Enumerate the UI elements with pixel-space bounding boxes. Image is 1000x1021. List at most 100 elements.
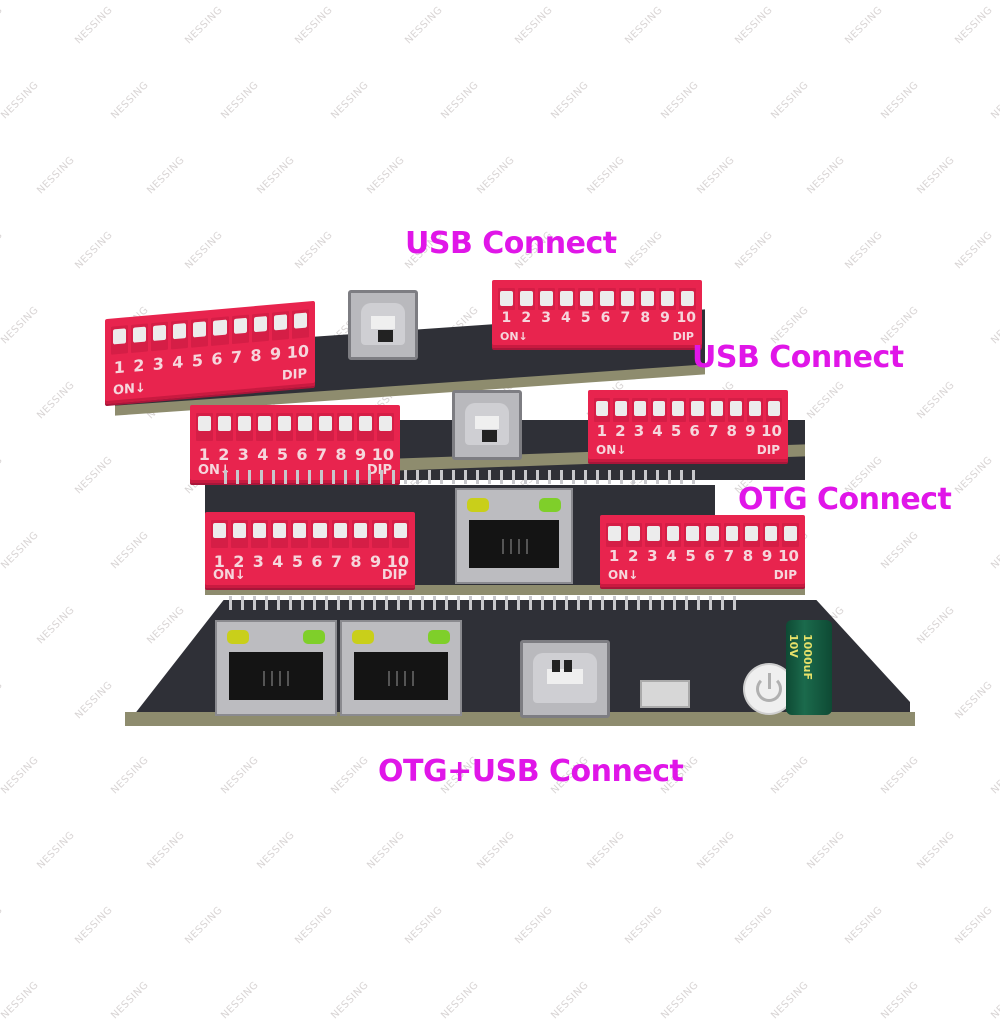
- watermark-text: NESSING: [915, 604, 958, 647]
- watermark-text: NESSING: [695, 829, 738, 872]
- led-green: [428, 630, 450, 644]
- watermark-text: NESSING: [293, 229, 336, 272]
- watermark-text: NESSING: [365, 154, 408, 197]
- watermark-text: NESSING: [35, 829, 78, 872]
- led-green: [303, 630, 325, 644]
- watermark-text: NESSING: [769, 979, 812, 1021]
- watermark-text: NESSING: [879, 529, 922, 572]
- power-icon[interactable]: [745, 665, 793, 713]
- watermark-text: NESSING: [365, 829, 408, 872]
- ethernet-port[interactable]: [340, 620, 462, 716]
- watermark-text: NESSING: [109, 529, 152, 572]
- watermark-text: NESSING: [989, 529, 1000, 572]
- watermark-text: NESSING: [953, 904, 996, 947]
- watermark-text: NESSING: [805, 154, 848, 197]
- watermark-text: NESSING: [329, 79, 372, 122]
- watermark-text: NESSING: [805, 829, 848, 872]
- watermark-text: NESSING: [623, 4, 666, 47]
- watermark-text: NESSING: [219, 979, 262, 1021]
- watermark-text: NESSING: [915, 154, 958, 197]
- capacitor: 1000uF 10V: [786, 620, 832, 715]
- ethernet-port[interactable]: [455, 488, 573, 584]
- watermark-text: NESSING: [879, 79, 922, 122]
- watermark-text: NESSING: [145, 829, 188, 872]
- watermark-text: NESSING: [733, 4, 776, 47]
- watermark-text: NESSING: [989, 304, 1000, 347]
- watermark-text: NESSING: [439, 79, 482, 122]
- watermark-text: NESSING: [35, 154, 78, 197]
- on-label: ON↓: [500, 330, 528, 343]
- watermark-text: NESSING: [109, 79, 152, 122]
- label-usb-connect-top: USB Connect: [405, 226, 617, 261]
- watermark-text: NESSING: [219, 754, 262, 797]
- watermark-text: NESSING: [585, 154, 628, 197]
- watermark-text: NESSING: [585, 829, 628, 872]
- watermark-text: NESSING: [109, 979, 152, 1021]
- watermark-text: NESSING: [549, 79, 592, 122]
- led-yellow: [467, 498, 489, 512]
- watermark-text: NESSING: [989, 754, 1000, 797]
- on-label: ON↓: [608, 568, 639, 582]
- watermark-text: NESSING: [0, 4, 6, 47]
- watermark-text: NESSING: [769, 79, 812, 122]
- header-pins: [220, 596, 740, 610]
- pcb-layer-3-edge: [205, 585, 805, 595]
- watermark-text: NESSING: [0, 979, 42, 1021]
- watermark-text: NESSING: [293, 4, 336, 47]
- watermark-text: NESSING: [843, 229, 886, 272]
- watermark-text: NESSING: [513, 4, 556, 47]
- watermark-text: NESSING: [475, 829, 518, 872]
- watermark-text: NESSING: [183, 4, 226, 47]
- watermark-text: NESSING: [915, 379, 958, 422]
- watermark-text: NESSING: [659, 979, 702, 1021]
- watermark-text: NESSING: [989, 979, 1000, 1021]
- watermark-text: NESSING: [953, 679, 996, 722]
- dip-label: DIP: [281, 366, 307, 384]
- watermark-text: NESSING: [0, 679, 6, 722]
- watermark-text: NESSING: [733, 229, 776, 272]
- watermark-text: NESSING: [255, 154, 298, 197]
- watermark-text: NESSING: [0, 754, 42, 797]
- watermark-text: NESSING: [879, 979, 922, 1021]
- led-green: [539, 498, 561, 512]
- watermark-text: NESSING: [915, 829, 958, 872]
- on-label: ON↓: [596, 443, 627, 457]
- micro-connector[interactable]: [640, 680, 690, 708]
- watermark-text: NESSING: [73, 229, 116, 272]
- watermark-text: NESSING: [35, 604, 78, 647]
- dip-label: DIP: [773, 568, 797, 582]
- watermark-text: NESSING: [145, 604, 188, 647]
- watermark-text: NESSING: [733, 904, 776, 947]
- watermark-text: NESSING: [953, 4, 996, 47]
- led-yellow: [352, 630, 374, 644]
- watermark-text: NESSING: [439, 979, 482, 1021]
- watermark-text: NESSING: [769, 754, 812, 797]
- watermark-text: NESSING: [183, 229, 226, 272]
- ethernet-port[interactable]: [215, 620, 337, 716]
- usb-b-port[interactable]: [452, 390, 522, 460]
- label-otg-connect: OTG Connect: [738, 482, 952, 517]
- watermark-text: NESSING: [989, 79, 1000, 122]
- watermark-text: NESSING: [403, 904, 446, 947]
- watermark-text: NESSING: [0, 304, 42, 347]
- usb-b-port[interactable]: [348, 290, 418, 360]
- label-otg-usb-connect: OTG+USB Connect: [378, 754, 684, 789]
- watermark-text: NESSING: [549, 979, 592, 1021]
- watermark-text: NESSING: [329, 754, 372, 797]
- watermark-text: NESSING: [879, 754, 922, 797]
- watermark-text: NESSING: [35, 379, 78, 422]
- watermark-text: NESSING: [475, 154, 518, 197]
- usb-b-port[interactable]: [520, 640, 610, 718]
- watermark-text: NESSING: [73, 679, 116, 722]
- watermark-text: NESSING: [953, 229, 996, 272]
- watermark-text: NESSING: [255, 829, 298, 872]
- dip-label: DIP: [381, 568, 407, 583]
- watermark-text: NESSING: [0, 79, 42, 122]
- header-pins: [215, 470, 695, 484]
- on-label: ON↓: [113, 380, 146, 399]
